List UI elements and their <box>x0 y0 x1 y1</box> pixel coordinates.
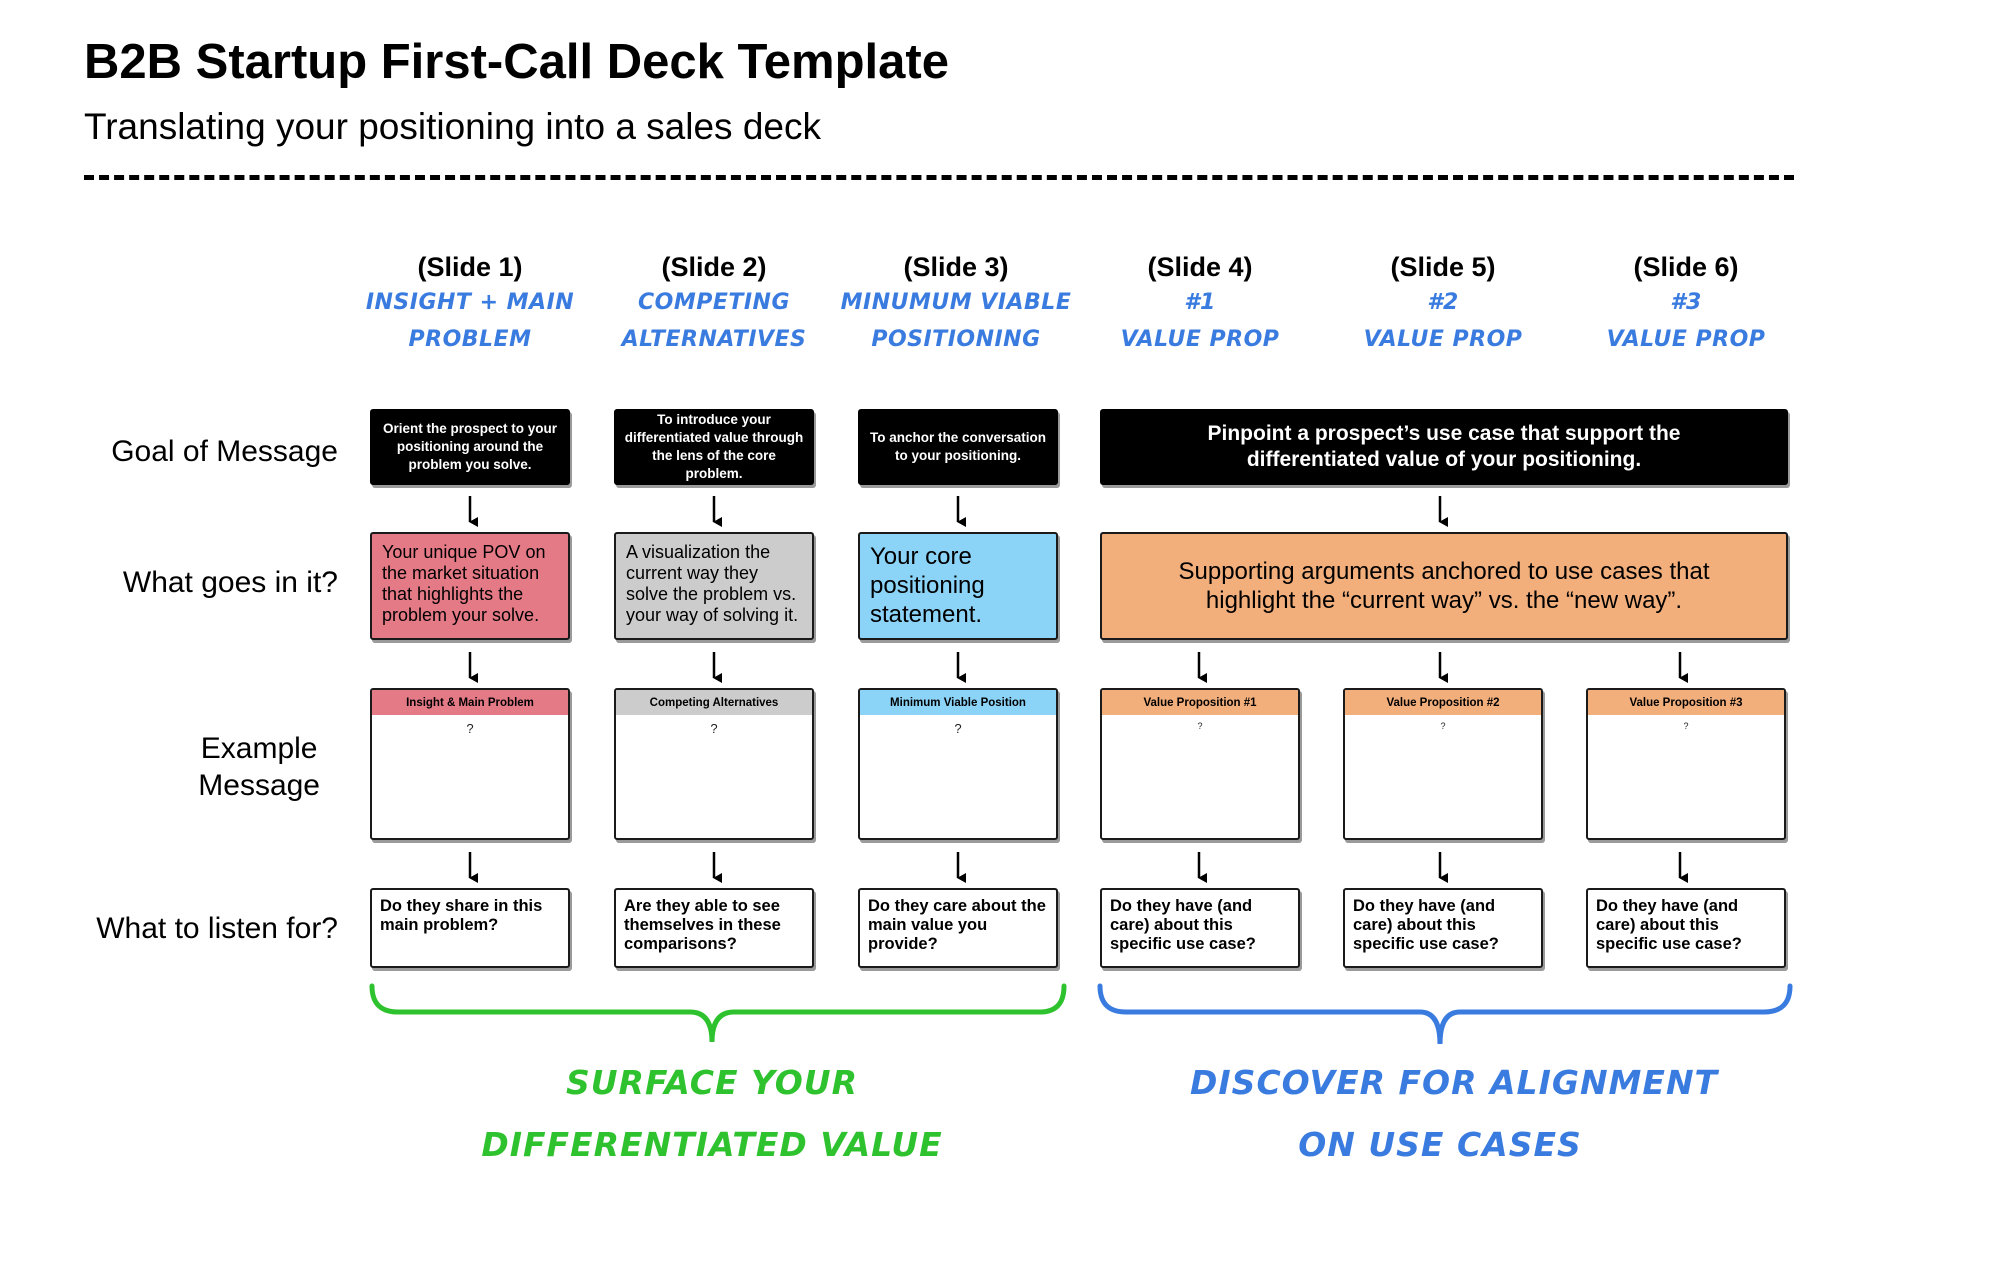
example-placeholder: ? <box>710 721 718 736</box>
goal-box-slide-2: To introduce your differentiated value t… <box>614 409 814 485</box>
example-slide-3: Minimum Viable Position ? <box>858 688 1058 840</box>
example-placeholder: ? <box>1197 721 1203 731</box>
example-slide-1: Insight & Main Problem ? <box>370 688 570 840</box>
slide-5-name: #2Value Prop <box>1363 290 1523 352</box>
listen-box-slide-3: Do they care about the main value you pr… <box>858 888 1058 968</box>
what-box-slide-3: Your core positioning statement. <box>858 532 1058 640</box>
what-box-value-props: Supporting arguments anchored to use cas… <box>1100 532 1788 640</box>
goal-box-slide-3: To anchor the conversation to your posit… <box>858 409 1058 485</box>
brace-label-discover-alignment: Discover for alignmenton Use Cases <box>1190 1063 1719 1164</box>
example-placeholder: ? <box>466 721 474 736</box>
row-label-listen: What to listen for? <box>96 912 338 945</box>
listen-box-slide-2: Are they able to see themselves in these… <box>614 888 814 968</box>
example-header: Value Proposition #3 <box>1588 690 1784 715</box>
example-header: Value Proposition #1 <box>1102 690 1298 715</box>
what-box-slide-1: Your unique POV on the market situation … <box>370 532 570 640</box>
example-header: Insight & Main Problem <box>372 690 568 715</box>
slide-4-name: #1Value Prop <box>1120 290 1280 352</box>
example-slide-5: Value Proposition #2 ? <box>1343 688 1543 840</box>
slide-3-number: (Slide 3) <box>903 252 1009 282</box>
green-brace <box>369 983 1067 1043</box>
listen-box-slide-5: Do they have (and care) about this speci… <box>1343 888 1543 968</box>
example-placeholder: ? <box>1440 721 1446 731</box>
example-header: Competing Alternatives <box>616 690 812 715</box>
example-slide-6: Value Proposition #3 ? <box>1586 688 1786 840</box>
dashed-divider <box>84 175 1794 180</box>
example-header: Value Proposition #2 <box>1345 690 1541 715</box>
example-slide-2: Competing Alternatives ? <box>614 688 814 840</box>
slide-6-number: (Slide 6) <box>1633 252 1739 282</box>
slide-6-name: #3Value Prop <box>1606 290 1766 352</box>
row-label-what: What goes in it? <box>122 566 338 599</box>
slide-2-number: (Slide 2) <box>661 252 767 282</box>
listen-box-slide-6: Do they have (and care) about this speci… <box>1586 888 1786 968</box>
example-placeholder: ? <box>1683 721 1689 731</box>
blue-brace <box>1097 983 1793 1045</box>
listen-box-slide-1: Do they share in this main problem? <box>370 888 570 968</box>
what-box-slide-2: A visualization the current way they sol… <box>614 532 814 640</box>
listen-box-slide-4: Do they have (and care) about this speci… <box>1100 888 1300 968</box>
example-slide-4: Value Proposition #1 ? <box>1100 688 1300 840</box>
slide-1-number: (Slide 1) <box>417 252 523 282</box>
page-subtitle: Translating your positioning into a sale… <box>84 106 821 147</box>
example-placeholder: ? <box>954 721 962 736</box>
slide-3-name: Minumum ViablePositioning <box>840 290 1072 352</box>
slide-5-number: (Slide 5) <box>1390 252 1496 282</box>
slide-4-number: (Slide 4) <box>1147 252 1253 282</box>
example-header: Minimum Viable Position <box>860 690 1056 715</box>
goal-box-slide-1: Orient the prospect to your positioning … <box>370 409 570 485</box>
page-title: B2B Startup First-Call Deck Template <box>84 35 949 89</box>
goal-box-use-case: Pinpoint a prospect’s use case that supp… <box>1100 409 1788 485</box>
row-label-goal: Goal of Message <box>111 435 338 468</box>
